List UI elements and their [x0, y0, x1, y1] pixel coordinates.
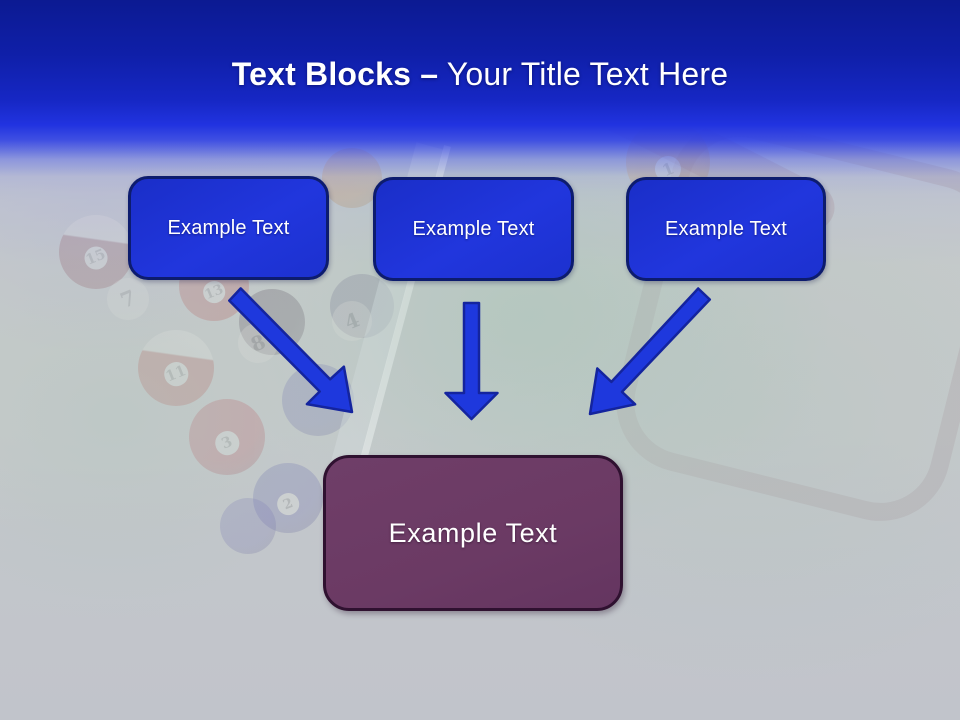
center-text-block-label: Example Text: [388, 517, 558, 548]
slide-title-regular: Your Title Text Here: [446, 56, 729, 92]
text-block-3-label: Example Text: [664, 217, 788, 240]
arrow-down-left-icon: [588, 287, 712, 416]
text-block-2[interactable]: Example Text: [373, 177, 574, 281]
text-block-1[interactable]: Example Text: [128, 176, 329, 280]
arrow-down-icon: [444, 301, 499, 421]
text-block-1-label: Example Text: [167, 216, 290, 239]
text-block-2-label: Example Text: [412, 217, 535, 240]
text-block-3[interactable]: Example Text: [626, 177, 826, 281]
slide-title: Text Blocks – Your Title Text Here: [0, 56, 960, 92]
title-band: Text Blocks – Your Title Text Here: [0, 0, 960, 192]
slide-title-bold: Text Blocks –: [231, 56, 439, 92]
center-text-block[interactable]: Example Text: [323, 455, 623, 611]
arrow-down-right-icon: [228, 287, 354, 414]
